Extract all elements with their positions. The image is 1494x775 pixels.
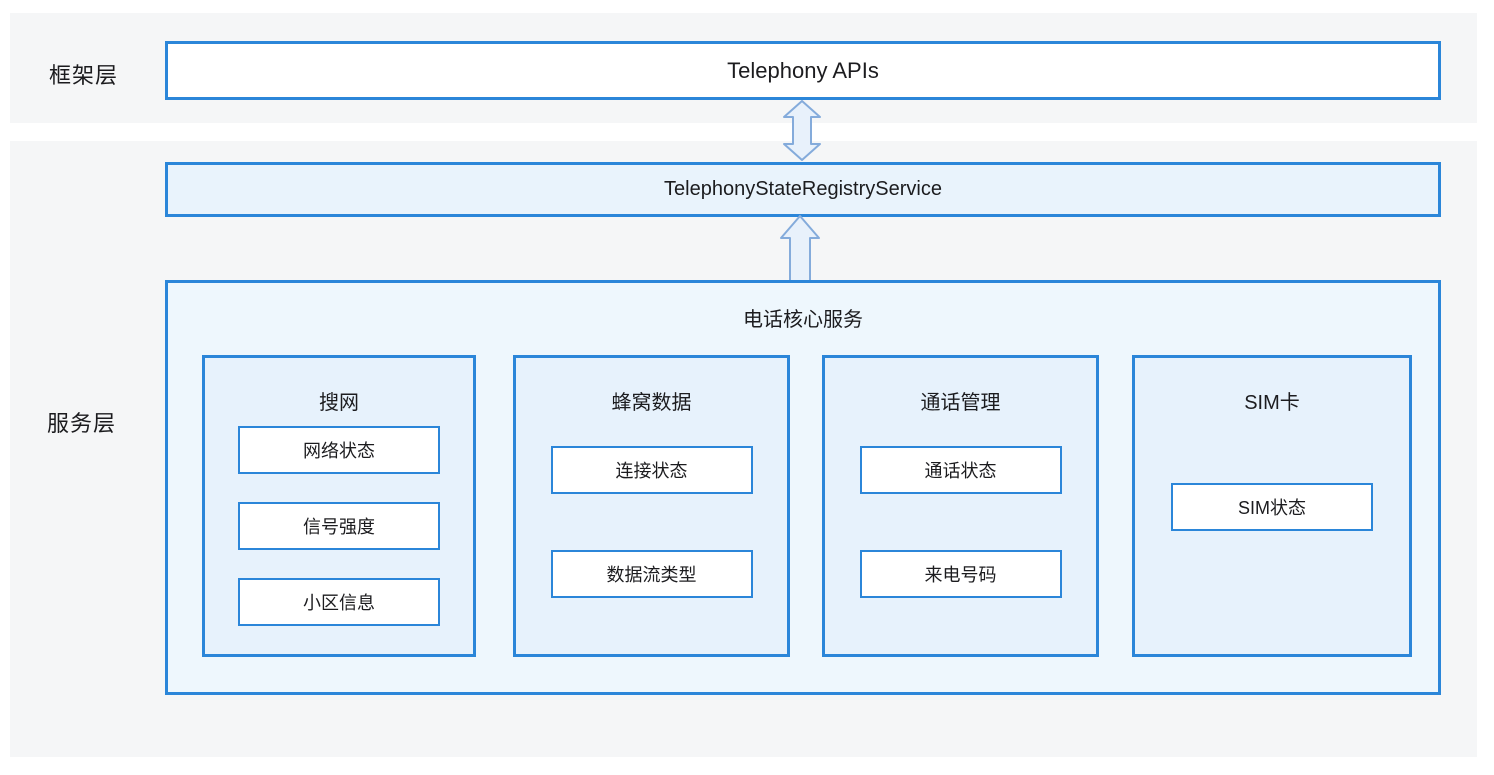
bidirectional-arrow-icon [783, 100, 821, 161]
item-connection-status-label: 连接状态 [615, 461, 688, 481]
item-data-flow-type-label: 数据流类型 [606, 565, 697, 585]
core-service-title: 电话核心服务 [743, 309, 863, 331]
item-incoming-number: 来电号码 [859, 550, 1062, 598]
telephony-apis-label: Telephony APIs [727, 57, 879, 83]
up-arrow-icon [780, 215, 820, 281]
item-incoming-number-label: 来电号码 [924, 565, 997, 585]
service-layer-label: 服务层 [47, 411, 117, 436]
item-signal-strength: 信号强度 [238, 502, 440, 550]
group-cellular-data: 蜂窝数据 连接状态 数据流类型 [513, 355, 790, 657]
group-network-search: 搜网 网络状态 信号强度 小区信息 [202, 355, 476, 657]
item-data-flow-type: 数据流类型 [550, 550, 753, 598]
group-call-management: 通话管理 通话状态 来电号码 [822, 355, 1099, 657]
item-sim-status-label: SIM状态 [1237, 498, 1306, 518]
item-sim-status: SIM状态 [1171, 483, 1373, 531]
item-call-status-label: 通话状态 [924, 461, 997, 481]
group-sim-card: SIM卡 SIM状态 [1132, 355, 1412, 657]
item-signal-strength-label: 信号强度 [303, 517, 375, 537]
framework-layer-label: 框架层 [49, 63, 119, 88]
item-network-status: 网络状态 [238, 426, 440, 474]
item-network-status-label: 网络状态 [303, 441, 375, 461]
telephony-apis-box: Telephony APIs [165, 41, 1441, 100]
group-call-management-title: 通话管理 [920, 392, 1001, 414]
item-cell-info: 小区信息 [238, 578, 440, 626]
item-call-status: 通话状态 [859, 446, 1062, 494]
item-connection-status: 连接状态 [550, 446, 753, 494]
telephony-state-registry-service-box: TelephonyStateRegistryService [165, 162, 1441, 217]
group-sim-card-title: SIM卡 [1244, 392, 1300, 414]
group-cellular-data-title: 蜂窝数据 [611, 392, 692, 414]
telephony-state-registry-service-label: TelephonyStateRegistryService [664, 178, 942, 200]
item-cell-info-label: 小区信息 [303, 593, 375, 613]
group-network-search-title: 搜网 [319, 392, 359, 414]
